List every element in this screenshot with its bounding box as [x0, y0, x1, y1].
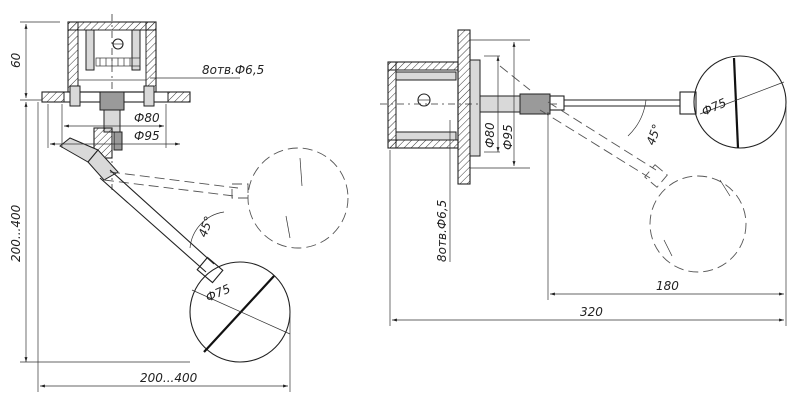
left-dim-width: 200...400	[140, 371, 198, 385]
left-housing	[67, 14, 157, 190]
right-dim-180: 180	[656, 279, 679, 293]
right-phantom-arm	[499, 65, 747, 273]
left-dim-d95: Ф95	[134, 129, 160, 143]
left-dim-60: 60	[9, 52, 23, 68]
right-dim-d95: Ф95	[501, 124, 515, 150]
left-dim-angle: 45°	[196, 214, 216, 239]
right-dimensions	[389, 39, 787, 326]
right-arm	[479, 55, 787, 149]
right-dim-ball: Ф75	[700, 96, 729, 119]
right-dim-angle: 45°	[644, 122, 664, 147]
left-dimensions	[20, 21, 291, 392]
right-dim-320: 320	[580, 305, 603, 319]
left-working-arm	[99, 169, 291, 363]
left-dim-height: 200...400	[9, 204, 23, 262]
left-phantom-arm	[103, 147, 349, 249]
right-housing	[380, 29, 560, 185]
left-flange	[41, 85, 191, 133]
right-dim-hole: 8отв.Ф6,5	[435, 200, 449, 262]
left-dim-ball: Ф75	[204, 282, 233, 305]
left-dim-hole: 8отв.Ф6,5	[202, 63, 264, 77]
left-dim-d80: Ф80	[134, 111, 160, 125]
right-dim-d80: Ф80	[483, 122, 497, 148]
right-view: 8отв.Ф6,5 Ф80 Ф95 45° Ф75 180 320	[380, 29, 787, 326]
left-view: 60 8отв.Ф6,5 Ф80 Ф95 200...400 45° Ф75 2…	[9, 14, 349, 392]
